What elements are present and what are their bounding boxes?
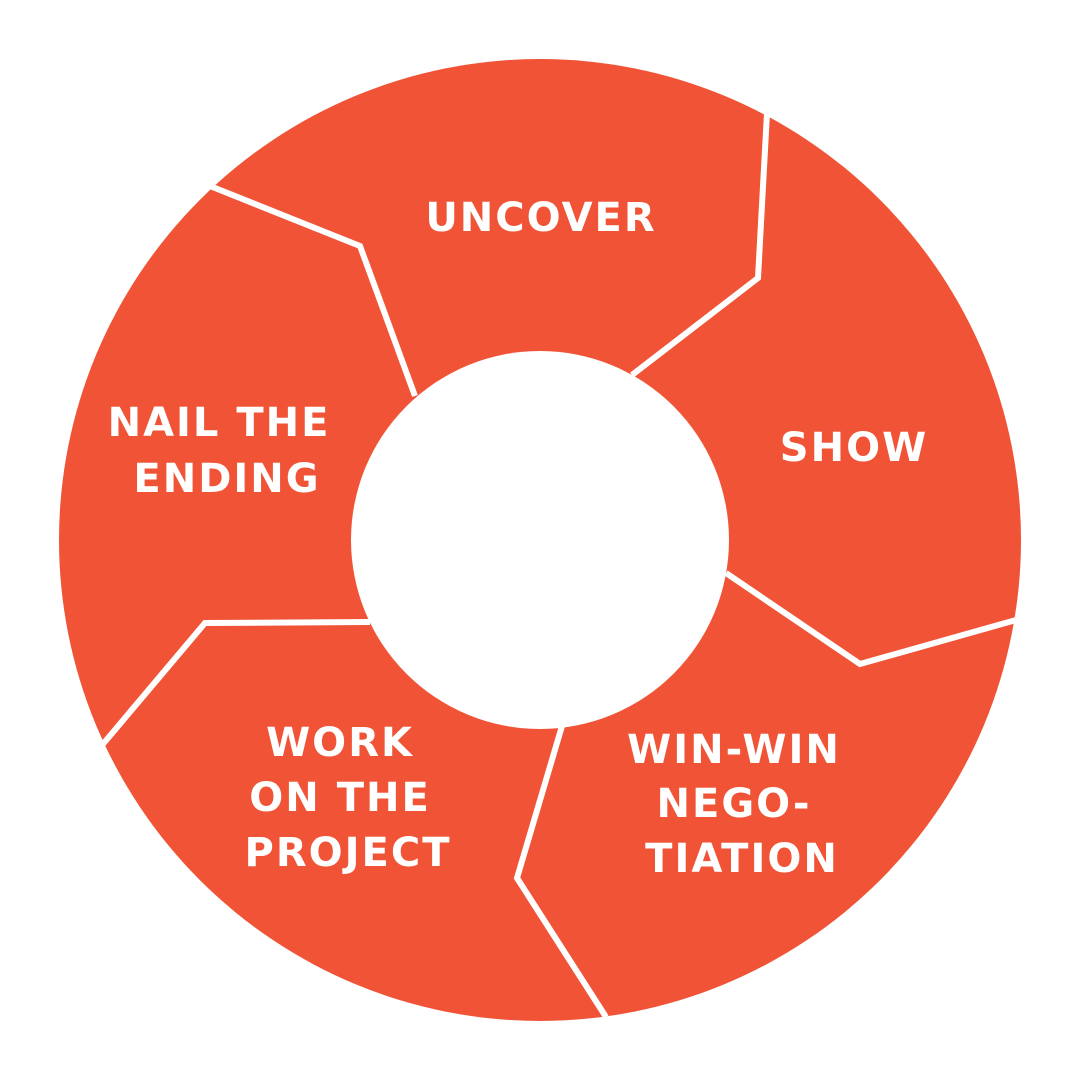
segment-label-line: NAIL THE [108, 400, 331, 446]
divider-show-winwin [724, 570, 1017, 668]
segment-label-line: UNCOVER [425, 195, 656, 241]
segment-label-show: SHOW [780, 425, 928, 471]
divider-nail-uncover [208, 183, 418, 398]
segment-label-line: WIN-WIN [627, 727, 841, 773]
segment-label-line: ENDING [133, 456, 320, 502]
segment-label-work-on-the-project: WORK ON THE PROJECT [245, 720, 452, 876]
segment-label-line: NEGO- [657, 781, 812, 827]
divider-work-nail [100, 619, 371, 746]
divider-winwin-work [513, 725, 609, 1019]
segment-label-line: PROJECT [245, 830, 452, 876]
segment-label-line: SHOW [780, 425, 928, 471]
segment-label-line: TIATION [645, 836, 839, 882]
segment-label-uncover: UNCOVER [425, 195, 656, 241]
segment-label-line: ON THE [249, 775, 431, 821]
divider-uncover-show [630, 112, 770, 378]
center-hole [351, 351, 729, 729]
segment-label-line: WORK [266, 720, 414, 766]
segment-label-win-win-negotiation: WIN-WIN NEGO- TIATION [627, 727, 857, 882]
segment-dividers [100, 112, 1017, 1019]
segment-label-nail-the-ending: NAIL THE ENDING [108, 400, 347, 502]
